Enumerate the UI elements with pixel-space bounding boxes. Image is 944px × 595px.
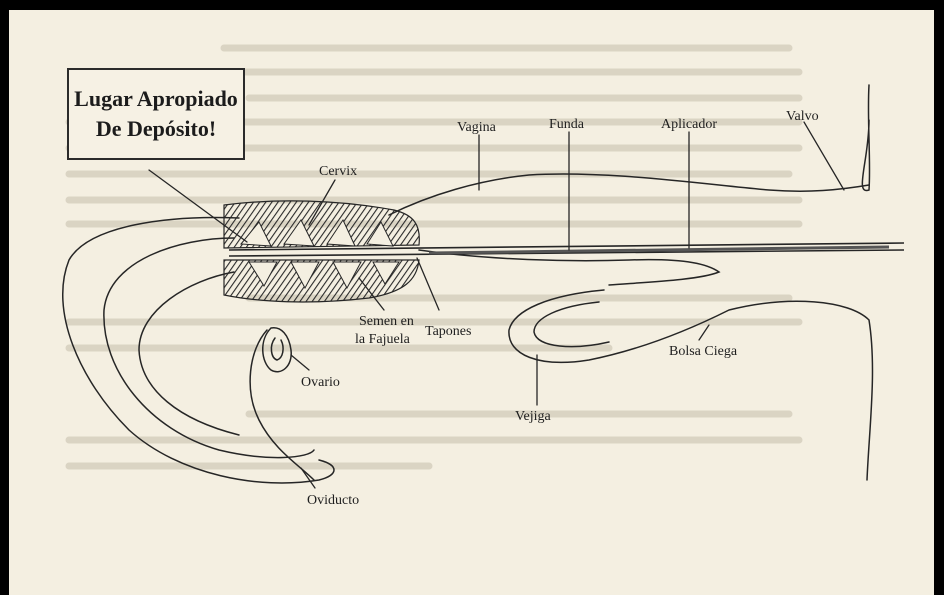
bolsa-ciega-leader bbox=[699, 325, 709, 340]
callout-line2: De Depósito! bbox=[96, 114, 216, 144]
page-frame: Cervix Vagina Funda Aplicador Valvo Seme… bbox=[9, 10, 934, 595]
label-semen-line1: Semen en bbox=[359, 314, 414, 329]
ovario-leader bbox=[291, 355, 309, 370]
label-vagina: Vagina bbox=[457, 120, 497, 135]
label-valvo: Valvo bbox=[786, 109, 819, 124]
tapones-leader bbox=[417, 258, 439, 310]
label-ovario: Ovario bbox=[301, 375, 340, 390]
valvo-leader bbox=[804, 122, 844, 190]
label-tapones: Tapones bbox=[425, 324, 471, 339]
label-oviducto: Oviducto bbox=[307, 493, 359, 508]
bladder-outline bbox=[509, 290, 873, 480]
label-cervix: Cervix bbox=[319, 164, 357, 179]
callout-line1: Lugar Apropiado bbox=[74, 84, 238, 114]
ovary-inner bbox=[271, 338, 283, 360]
second-horn-outline bbox=[139, 272, 239, 435]
vagina-lower-outline bbox=[419, 250, 719, 285]
label-funda: Funda bbox=[549, 117, 585, 132]
vulva-end bbox=[862, 85, 869, 190]
vagina-upper-outline bbox=[389, 174, 869, 215]
cervix-hatched-region bbox=[224, 201, 419, 302]
deposit-location-callout: Lugar Apropiado De Depósito! bbox=[67, 68, 245, 160]
label-semen-line2: la Fajuela bbox=[355, 332, 411, 347]
ovary-outline bbox=[263, 328, 291, 372]
label-vejiga: Vejiga bbox=[515, 409, 552, 424]
bladder-inner-outline bbox=[534, 302, 609, 347]
label-bolsa-ciega: Bolsa Ciega bbox=[669, 344, 738, 359]
label-aplicador: Aplicador bbox=[661, 117, 717, 132]
